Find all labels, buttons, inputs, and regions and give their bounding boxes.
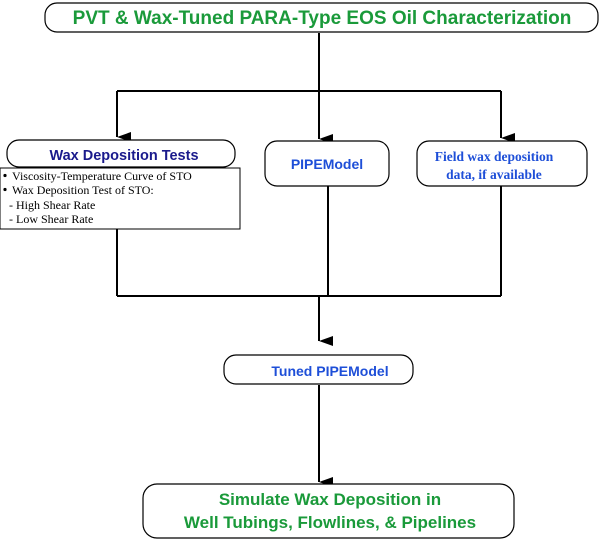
node-pipemodel-label: PIPEModel bbox=[291, 156, 363, 172]
node-wax-tests-label: Wax Deposition Tests bbox=[49, 148, 198, 164]
node-tuned-label: Tuned PIPEModel bbox=[271, 363, 388, 379]
node-simulate-label-line1: Simulate Wax Deposition in bbox=[219, 490, 441, 509]
node-field-label-line2: data, if available bbox=[446, 167, 542, 182]
node-top-label: PVT & Wax-Tuned PARA-Type EOS Oil Charac… bbox=[73, 8, 572, 29]
node-field: Field wax deposition data, if available bbox=[416, 140, 588, 187]
node-top: PVT & Wax-Tuned PARA-Type EOS Oil Charac… bbox=[44, 2, 599, 33]
node-simulate-label-line2: Well Tubings, Flowlines, & Pipelines bbox=[184, 513, 476, 532]
node-simulate: Simulate Wax Deposition in Well Tubings,… bbox=[142, 483, 515, 539]
node-field-label-line1: Field wax deposition bbox=[435, 149, 554, 164]
detail-line-2: Wax Deposition Test of STO: bbox=[12, 183, 154, 197]
detail-line-1: Viscosity-Temperature Curve of STO bbox=[12, 169, 192, 183]
node-wax-tests: Wax Deposition Tests bbox=[6, 139, 236, 168]
wax-tests-details: Viscosity-Temperature Curve of STO Wax D… bbox=[0, 167, 241, 230]
detail-line-3: - High Shear Rate bbox=[9, 198, 95, 212]
node-tuned: Tuned PIPEModel bbox=[223, 354, 414, 385]
detail-line-4: - Low Shear Rate bbox=[9, 212, 93, 226]
connectors bbox=[116, 33, 515, 487]
bullet-icon bbox=[3, 173, 7, 178]
bullet-icon bbox=[3, 187, 7, 192]
node-pipemodel: PIPEModel bbox=[264, 140, 390, 187]
